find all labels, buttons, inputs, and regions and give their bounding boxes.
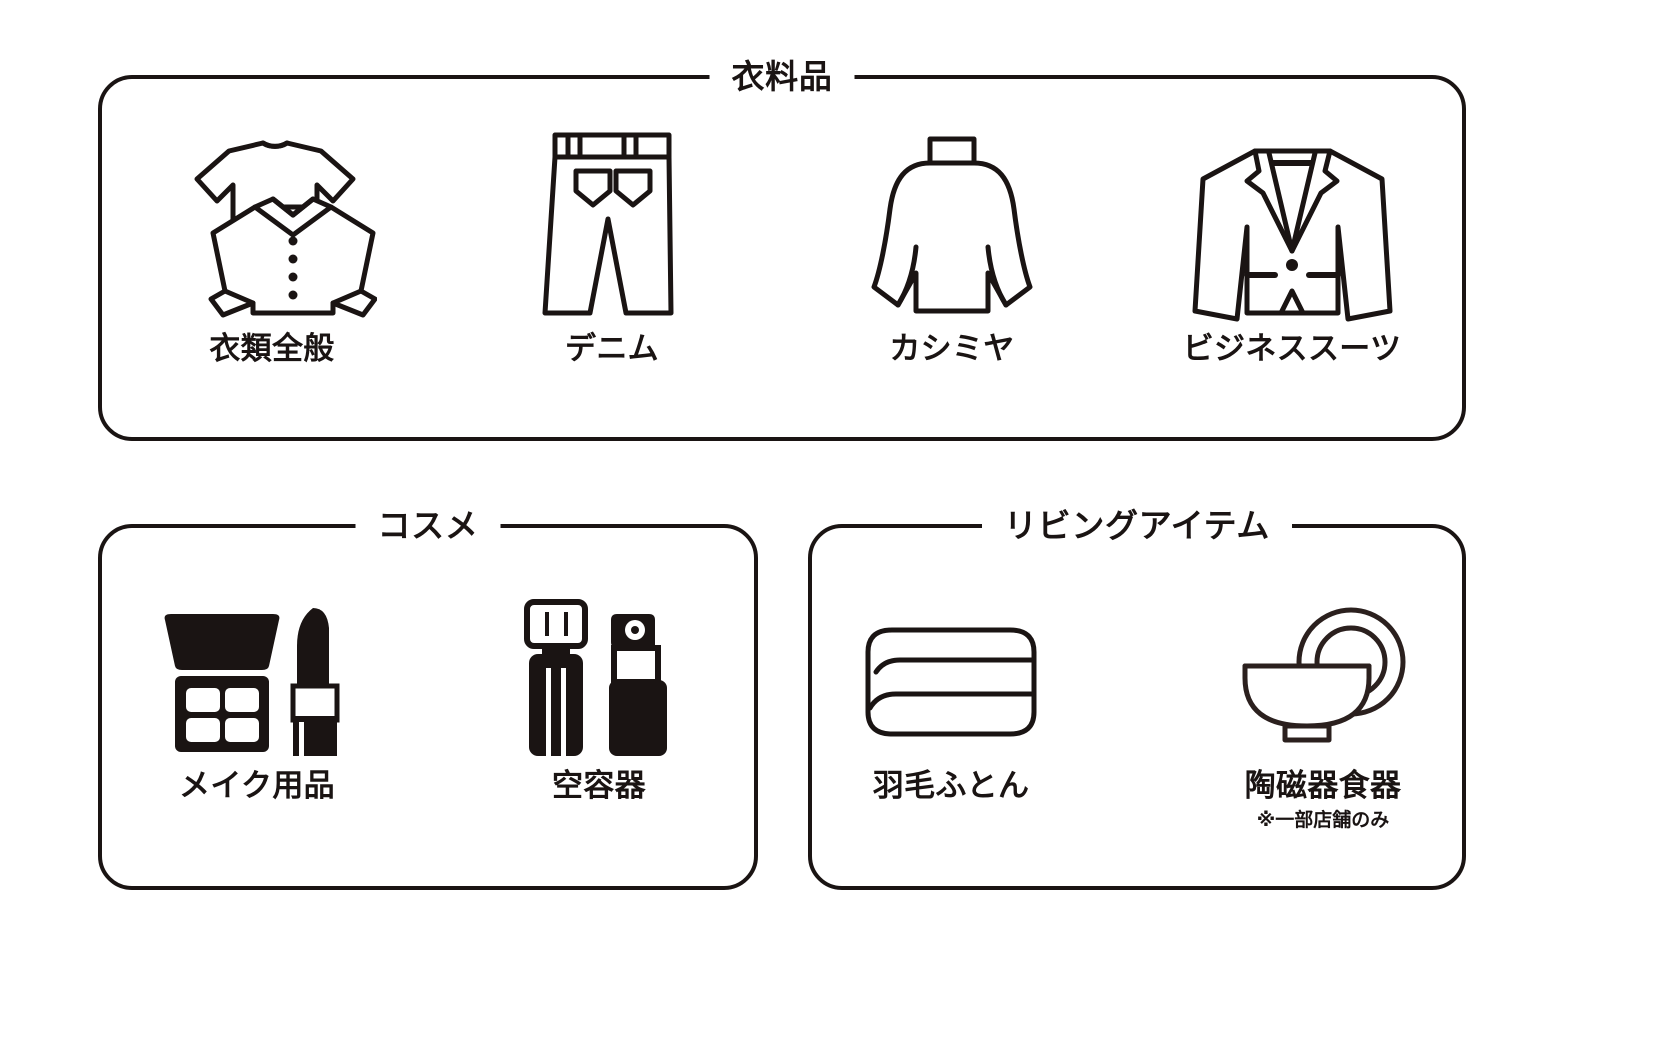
item-label: カシミヤ — [889, 331, 1015, 366]
item-business-suit: ビジネススーツ — [1167, 113, 1417, 369]
item-duvet: 羽毛ふとん — [826, 572, 1076, 806]
folded-duvet-icon — [856, 572, 1046, 760]
panel-title-cosme: コスメ — [355, 502, 501, 550]
suit-jacket-icon — [1185, 113, 1400, 323]
item-makeup: メイク用品 — [132, 572, 382, 806]
category-panel-cosme: コスメ — [98, 502, 758, 890]
item-list-living: 羽毛ふとん 陶磁器食器 — [812, 528, 1462, 886]
category-panel-living: リビングアイテム 羽毛ふとん — [808, 502, 1466, 890]
sweater-icon — [862, 113, 1042, 323]
bowl-plate-icon — [1223, 572, 1423, 760]
shirts-icon — [167, 113, 377, 323]
item-label: メイク用品 — [179, 768, 335, 803]
item-note: ※一部店舗のみ — [1256, 810, 1390, 831]
item-list-apparel: 衣類全般 デニム — [102, 79, 1462, 437]
item-cashmere: カシミヤ — [827, 113, 1077, 369]
panel-title-apparel: 衣料品 — [709, 53, 855, 101]
item-label: 羽毛ふとん — [872, 768, 1030, 803]
item-label: 陶磁器食器 — [1244, 768, 1402, 803]
item-label: 空容器 — [552, 768, 646, 803]
item-list-cosme: メイク用品 — [102, 528, 754, 886]
item-label: ビジネススーツ — [1182, 331, 1402, 366]
item-clothing-general: 衣類全般 — [147, 113, 397, 369]
category-panel-apparel: 衣料品 — [98, 53, 1466, 441]
makeup-palette-lipstick-icon — [157, 572, 357, 760]
item-label: デニム — [565, 331, 659, 366]
panel-title-living: リビングアイテム — [982, 502, 1292, 550]
item-denim: デニム — [487, 113, 737, 369]
item-label: 衣類全般 — [209, 331, 335, 366]
item-empty-containers: 空容器 — [474, 572, 724, 806]
empty-bottles-icon — [509, 572, 689, 760]
jeans-icon — [532, 113, 692, 323]
item-ceramic-tableware: 陶磁器食器 ※一部店舗のみ — [1198, 572, 1448, 834]
